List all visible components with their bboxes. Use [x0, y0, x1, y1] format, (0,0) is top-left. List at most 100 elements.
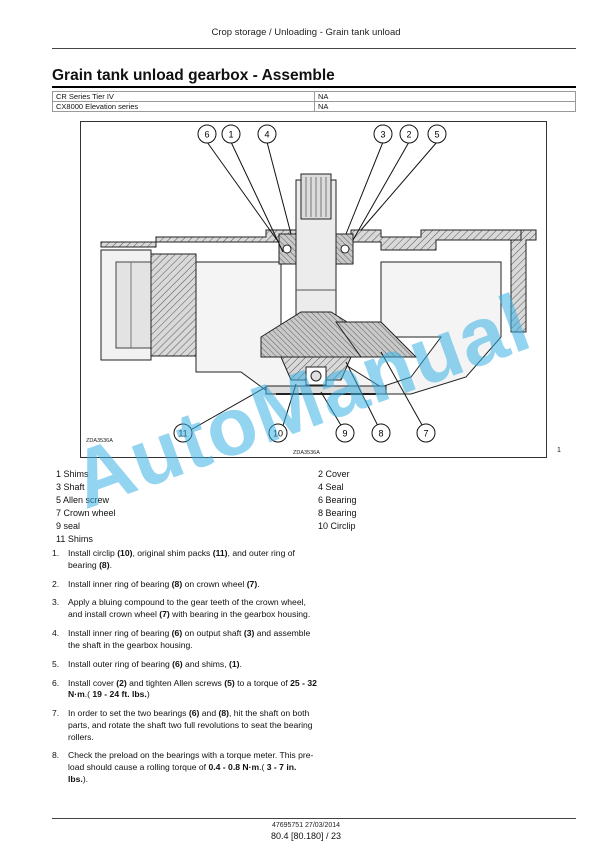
footer-rule — [52, 818, 576, 819]
gearbox-figure: 6 1 4 3 2 5 11 10 — [80, 121, 547, 458]
footer-doc-code: 47695751 27/03/2014 — [271, 822, 341, 829]
legend-item: 11 Shims — [56, 534, 93, 544]
title-rule — [52, 86, 576, 88]
step-reference: 0.4 - 0.8 N·m — [208, 762, 260, 773]
legend-item: 7 Crown wheel — [56, 508, 116, 518]
callout-circle: 10 — [268, 423, 288, 443]
applicability-series: CR Series Tier IV — [52, 91, 315, 102]
applicability-value: NA — [314, 101, 576, 112]
step-number: 5. — [52, 658, 60, 669]
step-text: Install outer ring of bearing — [68, 658, 173, 669]
footer-page-number: 80.4 [80.180] / 23 — [270, 831, 342, 841]
step-reference: (7) — [159, 609, 170, 620]
legend-item: 6 Bearing — [318, 495, 357, 505]
callout-circle: 1 — [221, 124, 241, 144]
legend-item: 5 Allen screw — [56, 495, 110, 505]
callout-label: 1 — [228, 130, 233, 140]
step-text: Install cover — [68, 677, 117, 688]
callout-label: 2 — [406, 130, 411, 140]
step-reference: (3) — [243, 628, 255, 639]
step-reference: (5) — [224, 677, 235, 688]
housing-right-flange — [510, 229, 537, 333]
step-item: 3.Apply a bluing compound to the gear te… — [52, 597, 317, 620]
step-reference: 19 - 24 ft. lbs. — [92, 689, 147, 700]
step-reference: (6) — [172, 658, 183, 669]
callout-circle: 9 — [335, 423, 355, 443]
callout-label: 11 — [178, 429, 187, 439]
callout-label: 4 — [264, 130, 269, 140]
legend-item: 1 Shims — [56, 469, 89, 479]
callout-circle: 4 — [257, 124, 277, 144]
step-reference: 3 - 7 in. lbs. — [68, 762, 297, 784]
step-text: .( — [84, 689, 93, 700]
callout-leaders — [186, 141, 438, 433]
legend-item: 8 Bearing — [318, 508, 357, 518]
step-item: 7.In order to set the two bearings (6) a… — [52, 708, 317, 743]
step-text: , and outer ring of bearing — [68, 548, 295, 570]
step-number: 2. — [52, 578, 60, 589]
applicability-row: CR Series Tier IV NA — [52, 91, 576, 102]
step-text: . — [239, 658, 242, 669]
page-title: Grain tank unload gearbox - Assemble — [52, 67, 335, 84]
step-reference: (10) — [117, 548, 133, 558]
callout-circle: 7 — [416, 423, 436, 443]
legend-item: 9 seal — [56, 521, 81, 531]
step-text: ). — [82, 773, 89, 784]
step-text: Install inner ring of bearing — [68, 628, 172, 639]
header-rule — [52, 48, 576, 49]
callout-circle: 6 — [197, 124, 217, 144]
legend-left-column: 1 Shims 3 Shaft 5 Allen screw 7 Crown wh… — [56, 468, 116, 546]
step-text: Install inner ring of bearing — [68, 578, 172, 589]
callout-label: 6 — [204, 130, 209, 140]
callout-circle: 3 — [373, 124, 393, 144]
legend-right-column: 2 Cover 4 Seal 6 Bearing 8 Bearing 10 Ci… — [318, 468, 357, 533]
figure-number: 1 — [557, 447, 561, 454]
step-item: 6. Install cover (2) and tighten Allen sc… — [52, 678, 317, 701]
step-item: 1. Install circlip (10), original shim pa… — [52, 548, 317, 571]
step-text: , original shim packs — [132, 548, 213, 558]
step-text: on crown wheel — [182, 578, 247, 589]
callout-circle: 2 — [399, 124, 419, 144]
step-number: 4. — [52, 628, 60, 639]
callout-label: 3 — [380, 130, 385, 140]
step-text: Install circlip — [68, 548, 118, 558]
callout-circle: 8 — [371, 423, 391, 443]
step-number: 8. — [52, 750, 60, 761]
callout-label: 5 — [434, 130, 439, 140]
step-text: .( — [259, 762, 267, 773]
step-reference: (7) — [246, 578, 258, 589]
step-item: 4.Install inner ring of bearing (6) on o… — [52, 628, 317, 651]
step-reference: (6) — [171, 628, 183, 639]
callout-label: 10 — [273, 429, 283, 439]
step-reference: (2) — [116, 677, 127, 688]
step-number: 3. — [52, 597, 60, 608]
assembly-steps: 1. Install circlip (10), original shim pa… — [52, 548, 317, 793]
step-item: 2.Install inner ring of bearing (8) on c… — [52, 579, 317, 591]
step-number: 6. — [52, 677, 60, 688]
callout-circle: 11 — [173, 423, 193, 443]
step-text: and — [199, 708, 219, 719]
step-text: ) — [146, 689, 150, 700]
legend-item: 3 Shaft — [56, 482, 85, 492]
housing-top-wall — [100, 229, 522, 251]
step-reference: (8) — [99, 559, 110, 570]
step-text: and shims, — [182, 658, 229, 669]
step-text: . — [257, 578, 260, 589]
step-text: and tighten Allen screws — [126, 677, 225, 688]
step-number: 7. — [52, 708, 60, 719]
legend-item: 4 Seal — [318, 482, 344, 492]
figure-code: ZDA3536A — [293, 450, 320, 456]
callout-label: 7 — [423, 429, 428, 439]
callout-label: 8 — [378, 429, 383, 439]
step-text: to a torque of — [234, 677, 291, 688]
step-number: 1. — [52, 548, 60, 558]
figure-code: ZDA3536A — [86, 438, 113, 444]
callout-circle: 5 — [427, 124, 447, 144]
step-text: , hit the shaft on both parts, and rotat… — [68, 708, 313, 742]
step-text: and assemble the shaft in the gearbox ho… — [68, 628, 311, 650]
legend-item: 10 Circlip — [318, 521, 356, 531]
legend-item: 2 Cover — [318, 469, 350, 479]
step-text: Check the preload on the bearings with a… — [68, 750, 314, 773]
step-item: 8. Check the preload on the bearings with… — [52, 750, 317, 785]
callout-label: 9 — [342, 429, 347, 439]
